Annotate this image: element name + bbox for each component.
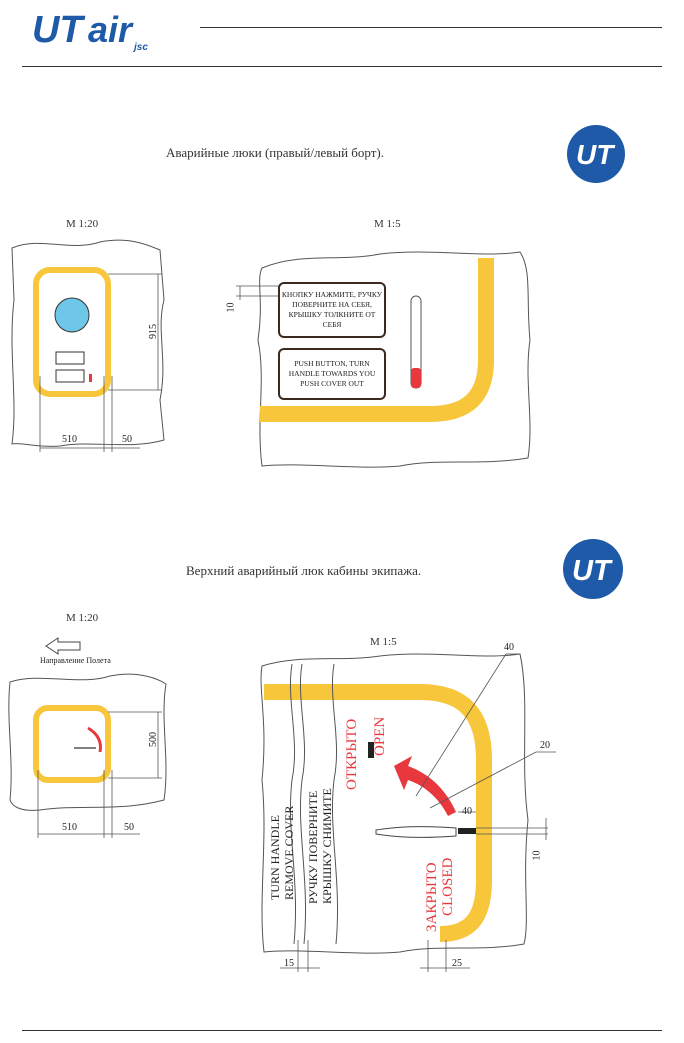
open-en-label: OPEN bbox=[372, 716, 388, 756]
section2-dim-gap: 50 bbox=[124, 822, 134, 833]
section1-dim-gap: 50 bbox=[122, 434, 132, 445]
section2-dim-width: 510 bbox=[62, 822, 77, 833]
header-rule-top bbox=[200, 27, 662, 28]
section2-dim-15: 15 bbox=[284, 958, 294, 969]
flight-direction-label: Направление Полета bbox=[40, 656, 111, 665]
utair-logo-icon: UT air bbox=[32, 9, 134, 51]
svg-text:air: air bbox=[88, 9, 134, 50]
section1-title: Аварийные люки (правый/левый борт). bbox=[166, 145, 385, 160]
closed-ru-label: ЗАКРЫТО bbox=[424, 862, 440, 932]
section1-scale-large: M 1:5 bbox=[374, 218, 401, 230]
section2-dim-10: 10 bbox=[531, 850, 543, 861]
footer-rule bbox=[22, 1030, 662, 1031]
brand-badge-icon: UT bbox=[562, 538, 624, 600]
turn-handle-ru-2: КРЫШКУ СНИМИТЕ bbox=[320, 788, 334, 904]
open-ru-label: ОТКРЫТО bbox=[344, 718, 360, 790]
svg-text:UT: UT bbox=[572, 555, 613, 587]
svg-text:UT: UT bbox=[32, 9, 85, 51]
section1-label-en: PUSH BUTTON, TURN HANDLE TOWARDS YOU PUS… bbox=[278, 348, 386, 400]
section2-dim-20: 20 bbox=[540, 740, 550, 751]
section2-dim-40b: 40 bbox=[462, 806, 472, 817]
header-rule bbox=[22, 66, 662, 67]
section1-label-ru: КНОПКУ НАЖМИТЕ, РУЧКУ ПОВЕРНИТЕ НА СЕБЯ,… bbox=[278, 282, 386, 338]
section2-scale-large: M 1:5 bbox=[370, 636, 397, 648]
section2-title: Верхний аварийный люк кабины экипажа. bbox=[186, 563, 422, 578]
section2-dim-25: 25 bbox=[452, 958, 462, 969]
logo: UT air bbox=[30, 6, 180, 58]
svg-text:UT: UT bbox=[576, 139, 616, 170]
section1-dim-width: 510 bbox=[62, 434, 77, 445]
turn-handle-ru-1: РУЧКУ ПОВЕРНИТЕ bbox=[306, 790, 320, 904]
logo-sub: jsc bbox=[134, 42, 148, 53]
brand-badge-icon: UT bbox=[566, 124, 626, 184]
section1-scale-small: M 1:20 bbox=[66, 218, 99, 230]
section2-dim-40a: 40 bbox=[504, 642, 514, 653]
arrow-left-icon bbox=[44, 636, 84, 661]
section2-dim-height: 500 bbox=[148, 732, 159, 747]
closed-en-label: CLOSED bbox=[440, 857, 456, 916]
section2-scale-small: M 1:20 bbox=[66, 612, 99, 624]
turn-handle-en-2: REMOVE COVER bbox=[282, 805, 296, 900]
turn-handle-en-1: TURN HANDLE bbox=[268, 815, 282, 900]
